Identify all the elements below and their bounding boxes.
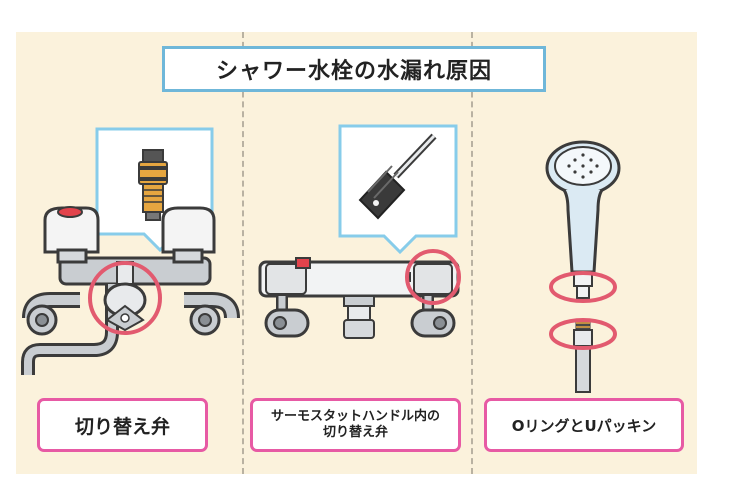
o-ring-highlight-circle xyxy=(549,271,617,303)
cause-label-text: OリングとUパッキン xyxy=(511,416,657,435)
cause-label-text-line-1: サーモスタットハンドル内の xyxy=(270,409,440,424)
column-divider-1 xyxy=(242,32,244,474)
cause-label-text-line-2: 切り替え弁 xyxy=(322,425,388,440)
thermostat-cartridge-icon xyxy=(358,133,437,220)
highlight-circle xyxy=(88,261,162,335)
two-handle-faucet-icon xyxy=(21,127,240,375)
switch-valve-cartridge-icon xyxy=(138,149,168,221)
cause-label-thermostat-valve: サーモスタットハンドル内の 切り替え弁 xyxy=(250,398,461,452)
thermostat-faucet-icon xyxy=(258,124,461,339)
u-packing-highlight-circle xyxy=(549,318,617,350)
cause-label-switch-valve: 切り替え弁 xyxy=(37,398,208,452)
highlight-circle xyxy=(405,249,461,305)
shower-head-icon xyxy=(545,140,621,393)
page-title: シャワー水栓の水漏れ原因 xyxy=(162,46,546,92)
cause-label-text: 切り替え弁 xyxy=(74,415,170,438)
cause-label-o-ring-u-packing: OリングとUパッキン xyxy=(484,398,684,452)
column-divider-2 xyxy=(471,32,473,474)
